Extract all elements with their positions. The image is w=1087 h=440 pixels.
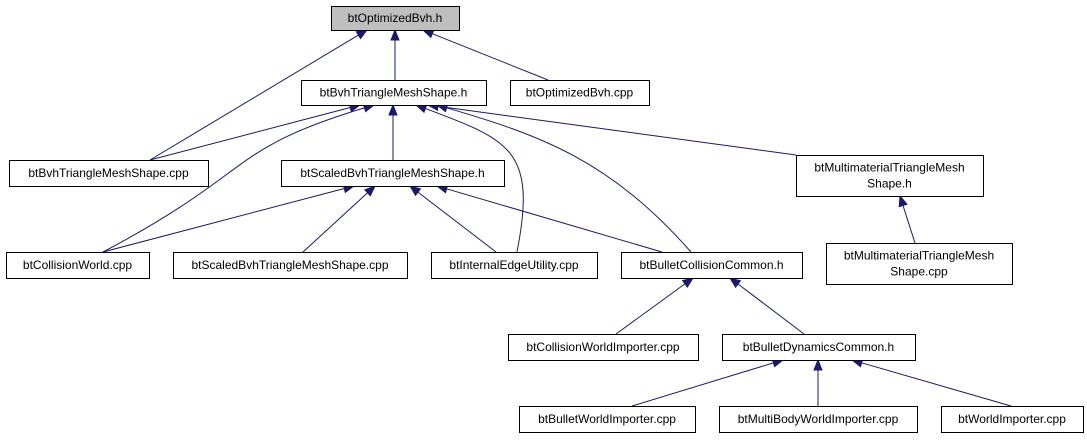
- node-opt-cpp[interactable]: btOptimizedBvh.cpp: [510, 80, 650, 106]
- edge-scaled_h-to-bvh_h: [388, 103, 398, 160]
- node-box: [796, 155, 984, 197]
- node-box: [173, 252, 408, 279]
- node-cw-cpp[interactable]: btCollisionWorld.cpp: [6, 252, 150, 279]
- edge-bvh_h-to-root: [390, 28, 400, 80]
- node-label: btMultiBodyWorldImporter.cpp: [738, 412, 899, 426]
- edge-multi_h-to-bvh_h: [426, 101, 797, 156]
- arrowhead: [355, 29, 369, 40]
- node-label: btBulletDynamicsCommon.h: [743, 340, 894, 354]
- node-box: [519, 406, 696, 433]
- edge-line: [149, 107, 351, 161]
- edge-wi_cpp-to-bdc_h: [850, 358, 1012, 407]
- node-label: btOptimizedBvh.cpp: [526, 86, 634, 100]
- node-box: [301, 80, 487, 106]
- arrowhead: [421, 29, 435, 39]
- node-box: [331, 6, 460, 31]
- edge-bcc_h-to-scaled_h: [435, 184, 663, 253]
- node-box: [719, 406, 918, 433]
- node-root[interactable]: btOptimizedBvh.h: [331, 6, 460, 31]
- node-label: btBvhTriangleMeshShape.h: [320, 86, 468, 100]
- node-box: [508, 334, 699, 361]
- edge-bdc_h-to-bcc_h: [728, 277, 805, 335]
- node-box: [510, 80, 650, 106]
- node-label: btOptimizedBvh.h: [348, 11, 443, 25]
- node-label: btScaledBvhTriangleMeshShape.cpp: [191, 258, 388, 272]
- arrowhead: [388, 103, 398, 116]
- edge-multi_cpp-to-multi_h: [898, 194, 916, 244]
- arrowhead: [728, 277, 742, 289]
- edge-line: [615, 283, 686, 335]
- node-box: [281, 160, 505, 187]
- arrowhead: [364, 185, 376, 197]
- node-bwi-cpp[interactable]: btBulletWorldImporter.cpp: [519, 406, 696, 433]
- node-wi-cpp[interactable]: btWorldImporter.cpp: [941, 406, 1084, 433]
- arrowhead: [813, 358, 823, 371]
- edge-line: [861, 362, 1012, 407]
- node-label: btCollisionWorld.cpp: [23, 258, 132, 272]
- node-mbwi-cpp[interactable]: btMultiBodyWorldImporter.cpp: [719, 406, 918, 433]
- arrowhead: [408, 185, 422, 197]
- node-cwi-cpp[interactable]: btCollisionWorldImporter.cpp: [508, 334, 699, 361]
- edge-line: [902, 205, 916, 244]
- node-label: btScaledBvhTriangleMeshShape.h: [300, 166, 484, 180]
- edge-line: [417, 191, 497, 253]
- node-box: [9, 160, 209, 187]
- node-label: Shape.cpp: [890, 265, 948, 279]
- edge-line: [149, 34, 359, 161]
- node-box: [431, 252, 598, 279]
- edge-line: [102, 188, 345, 253]
- arrowhead: [681, 277, 695, 288]
- node-iedge-cpp[interactable]: btInternalEdgeUtility.cpp: [431, 252, 598, 279]
- edge-bvh_cpp-to-bvh_h: [149, 103, 362, 161]
- node-label: btInternalEdgeUtility.cpp: [449, 258, 579, 272]
- edge-line: [631, 362, 774, 407]
- edge-line: [102, 107, 365, 253]
- node-label: btBulletCollisionCommon.h: [639, 258, 783, 272]
- edge-line: [302, 192, 368, 253]
- edge-opt_cpp-to-root: [421, 29, 549, 81]
- edge-line: [437, 105, 797, 156]
- edge-line: [446, 188, 663, 253]
- edge-cwi_cpp-to-bcc_h: [615, 277, 695, 335]
- node-box: [826, 243, 1013, 285]
- node-label: btWorldImporter.cpp: [958, 412, 1066, 426]
- edge-cw_cpp-to-scaled_h: [102, 184, 356, 253]
- edge-scaled_cpp-to-scaled_h: [302, 185, 376, 253]
- edge-iedge_cpp-to-scaled_h: [408, 185, 497, 253]
- node-bvh-h[interactable]: btBvhTriangleMeshShape.h: [301, 80, 487, 106]
- edge-line: [425, 108, 524, 253]
- node-box: [6, 252, 150, 279]
- node-scaled-cpp[interactable]: btScaledBvhTriangleMeshShape.cpp: [173, 252, 408, 279]
- node-box: [621, 252, 803, 279]
- node-label: btMultimaterialTriangleMesh: [814, 161, 964, 175]
- nodes-layer: btOptimizedBvh.h btBvhTriangleMeshShape.h…: [6, 6, 1084, 433]
- node-scaled-h[interactable]: btScaledBvhTriangleMeshShape.h: [281, 160, 505, 187]
- node-label: btCollisionWorldImporter.cpp: [526, 340, 680, 354]
- arrowhead: [898, 194, 908, 208]
- edge-line: [737, 283, 805, 335]
- node-label: Shape.h: [867, 177, 912, 191]
- node-bdc-h[interactable]: btBulletDynamicsCommon.h: [722, 334, 916, 361]
- node-label: btMultimaterialTriangleMesh: [844, 249, 994, 263]
- arrowhead: [390, 28, 400, 41]
- node-bcc-h[interactable]: btBulletCollisionCommon.h: [621, 252, 803, 279]
- edge-mbwi_cpp-to-bdc_h: [813, 358, 823, 406]
- node-bvh-cpp[interactable]: btBvhTriangleMeshShape.cpp: [9, 160, 209, 187]
- node-box: [941, 406, 1084, 433]
- edge-line: [432, 33, 549, 81]
- edge-bwi_cpp-to-bdc_h: [631, 358, 785, 407]
- node-label: btBvhTriangleMeshShape.cpp: [28, 166, 189, 180]
- node-box: [722, 334, 916, 361]
- node-label: btBulletWorldImporter.cpp: [538, 412, 676, 426]
- edge-line: [446, 107, 692, 253]
